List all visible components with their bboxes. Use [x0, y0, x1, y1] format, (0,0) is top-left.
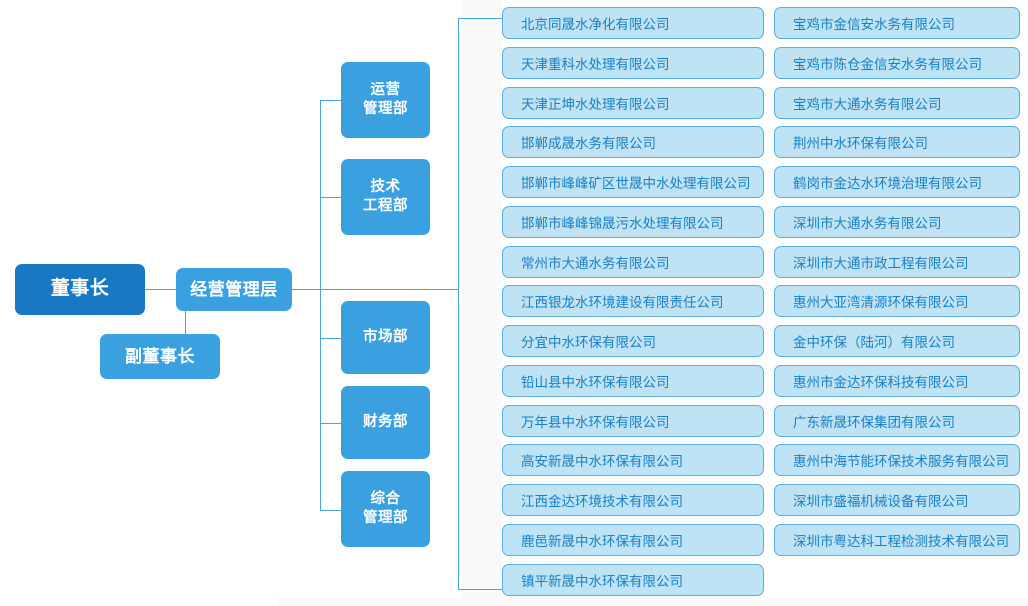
- subsidiary-item[interactable]: 万年县中水环保有限公司: [502, 404, 764, 437]
- connector-dept-1: [320, 100, 342, 101]
- subsidiary-item[interactable]: 邯郸市峰峰锦晟污水处理有限公司: [502, 205, 764, 238]
- subsidiary-item[interactable]: 邯郸成晟水务有限公司: [502, 126, 764, 159]
- subsidiary-item[interactable]: 天津正坤水处理有限公司: [502, 86, 764, 119]
- subsidiary-item[interactable]: 鹤岗市金达水环境治理有限公司: [774, 166, 1020, 198]
- node-management-layer[interactable]: 经营管理层: [176, 268, 292, 311]
- node-department-market[interactable]: 市场部: [341, 301, 430, 374]
- connector-chairman-right: [145, 289, 185, 290]
- connector-subsidiary-trunk: [458, 18, 459, 590]
- subsidiary-item[interactable]: 江西金达环境技术有限公司: [502, 484, 764, 516]
- subsidiary-item[interactable]: 邯郸市峰峰矿区世晟中水处理有限公司: [502, 166, 764, 198]
- background-band: [462, 0, 502, 598]
- subsidiary-item[interactable]: 分宜中水环保有限公司: [502, 325, 764, 357]
- subsidiary-item[interactable]: 惠州中海节能环保技术服务有限公司: [774, 444, 1020, 477]
- subsidiary-item[interactable]: 惠州市金达环保科技有限公司: [774, 364, 1020, 397]
- connector-dept-3: [320, 338, 342, 339]
- connector-subsidiary-top: [458, 18, 502, 19]
- subsidiary-item[interactable]: 天津重科水处理有限公司: [502, 46, 764, 79]
- subsidiary-item[interactable]: 宝鸡市大通水务有限公司: [774, 86, 1020, 119]
- connector-mgmt-right: [292, 289, 459, 290]
- connector-dept-4: [320, 423, 342, 424]
- subsidiary-item[interactable]: 广东新晟环保集团有限公司: [774, 404, 1020, 437]
- connector-dept-trunk: [320, 100, 321, 510]
- node-department-technology[interactable]: 技术 工程部: [341, 159, 430, 235]
- subsidiary-item[interactable]: 宝鸡市金信安水务有限公司: [774, 7, 1020, 39]
- connector-subsidiary-bottom: [458, 589, 502, 590]
- subsidiary-item[interactable]: 荆州中水环保有限公司: [774, 126, 1020, 159]
- connector-dept-2: [320, 197, 342, 198]
- subsidiary-item[interactable]: 常州市大通水务有限公司: [502, 245, 764, 278]
- node-department-finance[interactable]: 财务部: [341, 386, 430, 459]
- subsidiary-item[interactable]: 北京同晟水净化有限公司: [502, 7, 764, 39]
- subsidiary-item[interactable]: 鹿邑新晟中水环保有限公司: [502, 523, 764, 556]
- connector-chairman-down: [185, 289, 186, 356]
- node-department-general-admin[interactable]: 综合 管理部: [341, 471, 430, 547]
- connector-dept-5: [320, 510, 342, 511]
- subsidiary-item[interactable]: 深圳市大通市政工程有限公司: [774, 245, 1020, 278]
- node-chairman[interactable]: 董事长: [15, 264, 145, 315]
- node-department-operations[interactable]: 运营 管理部: [341, 62, 430, 138]
- node-vice-chairman[interactable]: 副董事长: [100, 334, 220, 379]
- subsidiary-item[interactable]: 宝鸡市陈仓金信安水务有限公司: [774, 46, 1020, 79]
- subsidiary-item[interactable]: 惠州大亚湾清源环保有限公司: [774, 285, 1020, 318]
- subsidiary-item[interactable]: 镇平新晟中水环保有限公司: [502, 563, 764, 596]
- subsidiary-item[interactable]: 深圳市盛福机械设备有限公司: [774, 484, 1020, 516]
- subsidiary-item[interactable]: 深圳市大通水务有限公司: [774, 205, 1020, 238]
- subsidiary-item[interactable]: 金中环保（陆河）有限公司: [774, 325, 1020, 357]
- subsidiary-item[interactable]: 深圳市粤达科工程检测技术有限公司: [774, 523, 1020, 556]
- subsidiary-item[interactable]: 高安新晟中水环保有限公司: [502, 444, 764, 477]
- subsidiary-item[interactable]: 江西银龙水环境建设有限责任公司: [502, 285, 764, 318]
- subsidiary-item[interactable]: 铅山县中水环保有限公司: [502, 364, 764, 397]
- background-band-bottom: [278, 598, 1028, 606]
